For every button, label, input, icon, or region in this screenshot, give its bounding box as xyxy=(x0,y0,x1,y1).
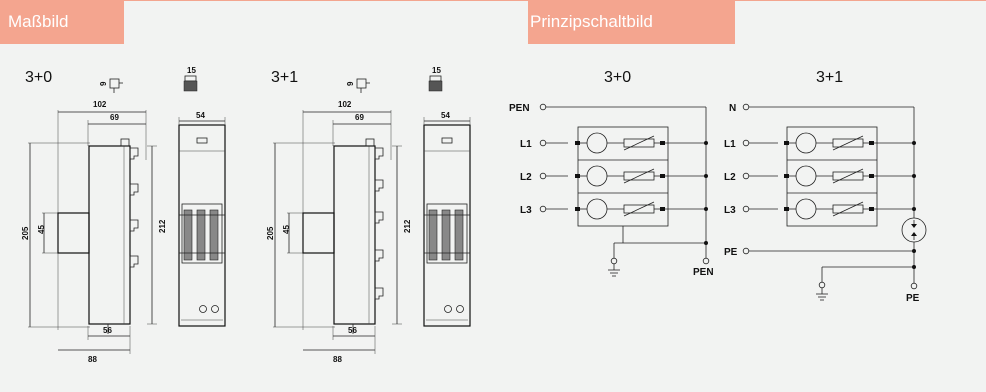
dim-height-side: 212 xyxy=(403,219,412,233)
dim-height-total: 205 xyxy=(21,226,30,240)
dimensions-header: Maßbild xyxy=(0,0,124,44)
terminal-block-icon: 15 xyxy=(183,66,198,92)
dim-height-side: 212 xyxy=(158,219,167,233)
device-front-view-2 xyxy=(423,124,471,327)
schematic-l1-label-b: L1 xyxy=(724,139,736,150)
connector-icon-small-2: 9 xyxy=(346,78,370,93)
device-side-profile-2 xyxy=(302,138,384,334)
schematic-pen-terminal-label: PEN xyxy=(693,267,714,278)
schematic-pen-label: PEN xyxy=(509,103,530,114)
variant-label-3-0-schematic: 3+0 xyxy=(604,69,632,86)
dim-bottom-inner: 56 xyxy=(103,326,112,335)
dim-width-inner: 69 xyxy=(110,113,119,122)
dim-bottom-inner: 56 xyxy=(348,326,357,335)
schematic-l2-label: L2 xyxy=(520,172,532,183)
schematic-row-l2-b xyxy=(742,165,916,187)
device-side-profile xyxy=(57,138,139,334)
terminal-icon-number: 15 xyxy=(187,66,196,75)
variant-label-3-0-dim: 3+0 xyxy=(25,69,53,86)
dim-bottom-outer: 88 xyxy=(88,355,97,364)
schematic-pe-terminal-label: PE xyxy=(906,293,920,304)
dim-height-total: 205 xyxy=(266,226,275,240)
schematic-row-l1-b xyxy=(742,132,916,154)
small-icon-number: 9 xyxy=(346,81,355,86)
schematic-row-l1 xyxy=(539,132,708,154)
variant-label-3-1-schematic: 3+1 xyxy=(816,69,844,86)
schematic-pe-label: PE xyxy=(724,247,738,258)
dim-width-overall: 102 xyxy=(338,100,352,109)
dim-side-width: 54 xyxy=(441,111,450,120)
dim-height-body: 45 xyxy=(37,225,46,234)
dim-height-body: 45 xyxy=(282,225,291,234)
schematic-n-label: N xyxy=(729,103,736,114)
n-pe-spark-gap xyxy=(901,217,927,243)
schematic-row-l2 xyxy=(539,165,708,187)
dim-width-inner: 69 xyxy=(355,113,364,122)
terminal-icon-number: 15 xyxy=(432,66,441,75)
dimension-drawing-3-0: 9 15 102 69 205 45 xyxy=(21,66,226,364)
dim-width-overall: 102 xyxy=(93,100,107,109)
schematic-l3-label-b: L3 xyxy=(724,205,736,216)
small-icon-number: 9 xyxy=(99,81,108,86)
terminal-block-icon-2: 15 xyxy=(428,66,443,92)
schematic-l2-label-b: L2 xyxy=(724,172,736,183)
schematic-header: Prinzipschaltbild xyxy=(528,0,735,44)
dimensions-title: Maßbild xyxy=(8,12,69,31)
schematic-3-0: PEN L1 L2 L3 xyxy=(509,103,714,278)
schematic-row-l3 xyxy=(539,198,708,220)
top-accent-rule xyxy=(0,0,986,1)
device-front-view xyxy=(178,124,226,327)
variant-label-3-1-dim: 3+1 xyxy=(271,69,299,86)
schematic-row-l3-b xyxy=(742,198,916,220)
dim-bottom-outer: 88 xyxy=(333,355,342,364)
dimension-drawing-3-1: 9 15 102 69 205 45 xyxy=(266,66,471,364)
connector-icon-small: 9 xyxy=(99,78,123,93)
schematic-l3-label: L3 xyxy=(520,205,532,216)
dim-side-width: 54 xyxy=(196,111,205,120)
schematic-title: Prinzipschaltbild xyxy=(530,12,653,31)
schematic-l1-label: L1 xyxy=(520,139,532,150)
schematic-3-1: N L1 L2 L3 xyxy=(724,103,927,304)
